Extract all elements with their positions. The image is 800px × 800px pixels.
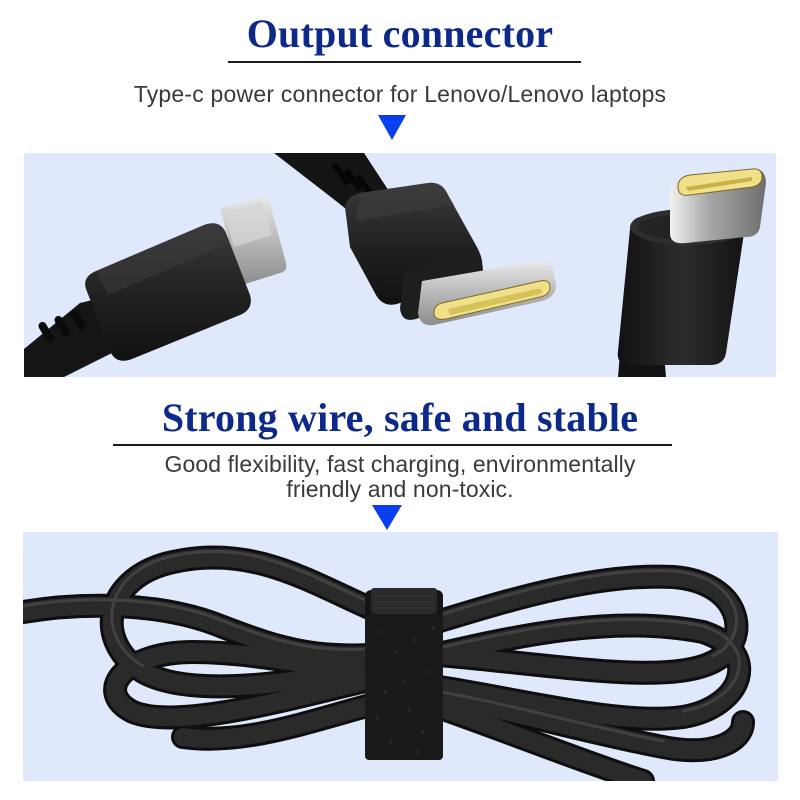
section-title-strong-wire: Strong wire, safe and stable: [161, 395, 639, 440]
section-subtitle-wire: Good flexibility, fast charging, environ…: [0, 452, 800, 502]
center-connector: [274, 153, 556, 326]
section-subtitle-connector: Type-c power connector for Lenovo/Lenovo…: [133, 81, 667, 107]
velcro-strap: [365, 588, 443, 760]
type-c-connectors-illustration: [24, 153, 766, 377]
coiled-cable-photo: [23, 532, 778, 781]
subtitle-line-1: Good flexibility, fast charging, environ…: [164, 451, 636, 477]
section-title-output-connector: Output connector: [246, 11, 554, 56]
title-underline: [228, 61, 581, 63]
connector-photo: [24, 153, 776, 377]
title-underline: [113, 444, 672, 446]
down-triangle-icon: [378, 115, 406, 140]
down-triangle-icon: [372, 505, 402, 530]
coiled-cable-illustration: [23, 545, 755, 781]
left-connector: [24, 196, 287, 377]
subtitle-line-2: friendly and non-toxic.: [286, 476, 514, 502]
right-connector: [617, 168, 766, 377]
